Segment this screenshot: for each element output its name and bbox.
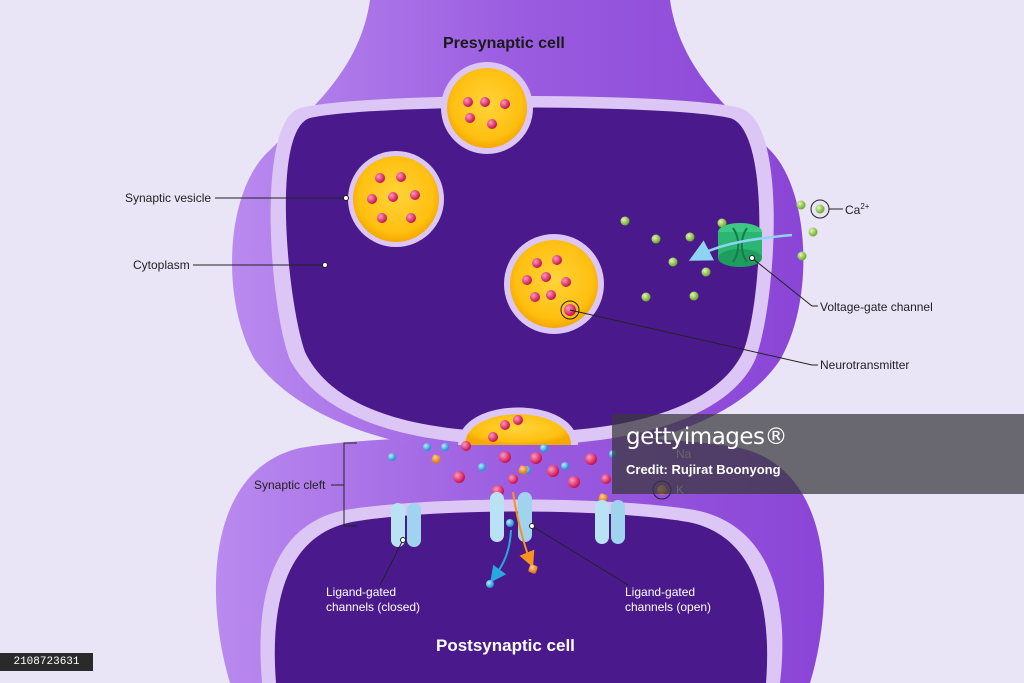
cleft-molecules — [388, 441, 617, 503]
watermark-logo: gettyimages® — [626, 424, 788, 450]
ligand-channel-closed-right — [595, 500, 625, 544]
vesicle-left — [348, 151, 444, 247]
presynaptic-title: Presynaptic cell — [443, 35, 565, 52]
label-ca-charge: 2+ — [860, 202, 870, 211]
ligand-channel-open — [486, 491, 538, 588]
postsynaptic-cytoplasm — [274, 511, 768, 683]
label-cytoplasm: Cytoplasm — [133, 258, 190, 272]
watermark-banner: gettyimages® Credit: Rujirat Boonyong — [612, 414, 1024, 494]
vesicle-top — [441, 62, 533, 154]
label-ca: Ca2+ — [845, 202, 870, 217]
watermark-credit: Credit: Rujirat Boonyong — [626, 462, 781, 477]
label-synaptic-vesicle: Synaptic vesicle — [125, 191, 212, 205]
calcium-ion-key — [815, 204, 825, 214]
presynaptic-cell — [232, 0, 804, 455]
postsynaptic-title: Postsynaptic cell — [436, 636, 575, 655]
image-id-badge: 2108723631 — [0, 653, 93, 671]
label-neurotransmitter: Neurotransmitter — [820, 358, 910, 372]
vesicle-fusing — [458, 407, 578, 445]
label-ligand-open: Ligand-gated channels (open) — [625, 585, 712, 614]
label-synaptic-cleft: Synaptic cleft — [254, 478, 326, 492]
label-ligand-closed: Ligand-gated channels (closed) — [326, 585, 421, 614]
label-voltage-gate-channel: Voltage-gate channel — [820, 300, 933, 314]
voltage-gate-channel — [688, 223, 793, 267]
ligand-channel-closed-left — [391, 503, 421, 547]
vesicle-right — [504, 234, 604, 334]
